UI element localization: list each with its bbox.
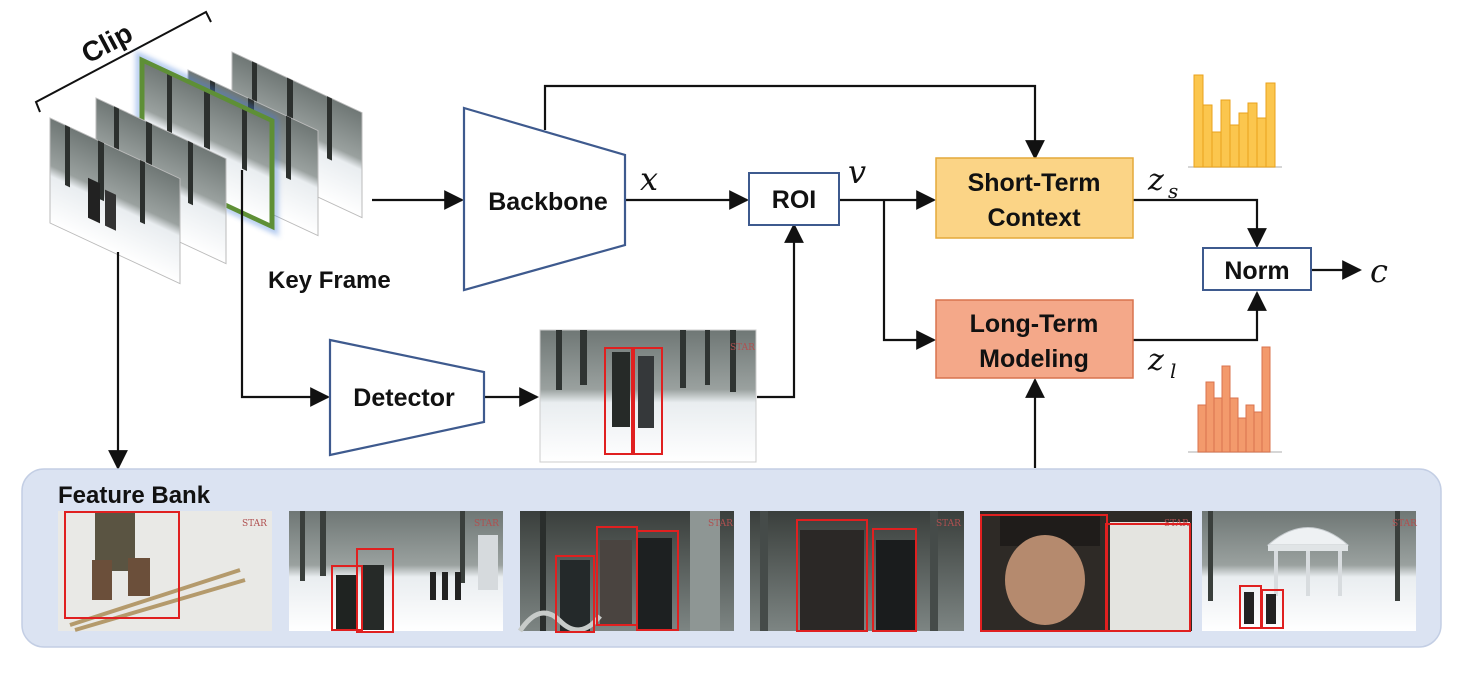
- svg-text:l: l: [1170, 359, 1176, 383]
- histogram-long-term: [1188, 346, 1282, 453]
- short-term-label-line1: Short-Term: [968, 169, 1101, 197]
- feature-thumbnail: STAR: [750, 511, 964, 632]
- feature-bank-label: Feature Bank: [58, 482, 211, 509]
- symbol-zl: z l: [1147, 343, 1176, 383]
- norm-module: Norm: [1202, 247, 1312, 291]
- feature-bank: Feature Bank STAR STAR: [21, 468, 1442, 648]
- symbol-x: x: [640, 160, 658, 198]
- video-frame: [49, 117, 181, 285]
- clip-stack: Clip Key Frame: [34, 10, 391, 294]
- arrow-backbone-to-short-term: [543, 84, 1045, 160]
- thumbnail-watermark: STAR: [708, 519, 733, 529]
- arrow-long-term-to-norm: [1133, 291, 1267, 342]
- long-term-label-line1: Long-Term: [970, 310, 1099, 338]
- symbol-c: c: [1370, 252, 1388, 290]
- clip-label: Clip: [76, 17, 137, 69]
- norm-label: Norm: [1224, 257, 1289, 285]
- symbol-v: v: [848, 153, 866, 191]
- histogram-short-term: [1188, 74, 1282, 168]
- arrow-keyframe-to-detector: [240, 170, 330, 407]
- detection-image: STAR: [539, 329, 757, 463]
- short-term-context-module: Short-Term Context: [935, 157, 1134, 239]
- backbone-module: Backbone: [462, 106, 627, 292]
- thumbnail-watermark: STAR: [1392, 519, 1417, 529]
- thumbnail-watermark: STAR: [936, 519, 961, 529]
- connectors: [108, 84, 1362, 470]
- long-term-modeling-module: Long-Term Modeling: [935, 299, 1134, 379]
- feature-thumbnail: STAR: [289, 511, 503, 633]
- svg-text:z: z: [1147, 343, 1164, 378]
- thumbnail-watermark: STAR: [242, 519, 267, 529]
- detector-module: Detector: [328, 338, 486, 457]
- feature-thumbnail: STAR: [1202, 511, 1417, 631]
- key-frame-label: Key Frame: [268, 267, 391, 294]
- thumbnail-watermark: STAR: [474, 519, 499, 529]
- roi-module: ROI: [748, 172, 840, 226]
- thumbnail-watermark: STAR: [730, 343, 755, 353]
- symbol-zs: z s: [1147, 163, 1178, 203]
- backbone-label: Backbone: [488, 188, 608, 216]
- svg-text:s: s: [1168, 179, 1178, 203]
- feature-thumbnail: STAR: [980, 511, 1192, 632]
- arrow-image-to-roi: [757, 223, 804, 399]
- svg-text:z: z: [1147, 163, 1164, 198]
- clip-bracket: [34, 10, 212, 113]
- arrow-roi-to-long-term: [882, 200, 936, 350]
- roi-label: ROI: [772, 186, 816, 214]
- short-term-label-line2: Context: [987, 204, 1081, 232]
- feature-thumbnail: STAR: [517, 511, 734, 633]
- detector-label: Detector: [353, 384, 455, 412]
- long-term-label-line2: Modeling: [979, 345, 1089, 373]
- feature-thumbnail: STAR: [58, 511, 272, 632]
- arrow-short-term-to-norm: [1133, 198, 1267, 248]
